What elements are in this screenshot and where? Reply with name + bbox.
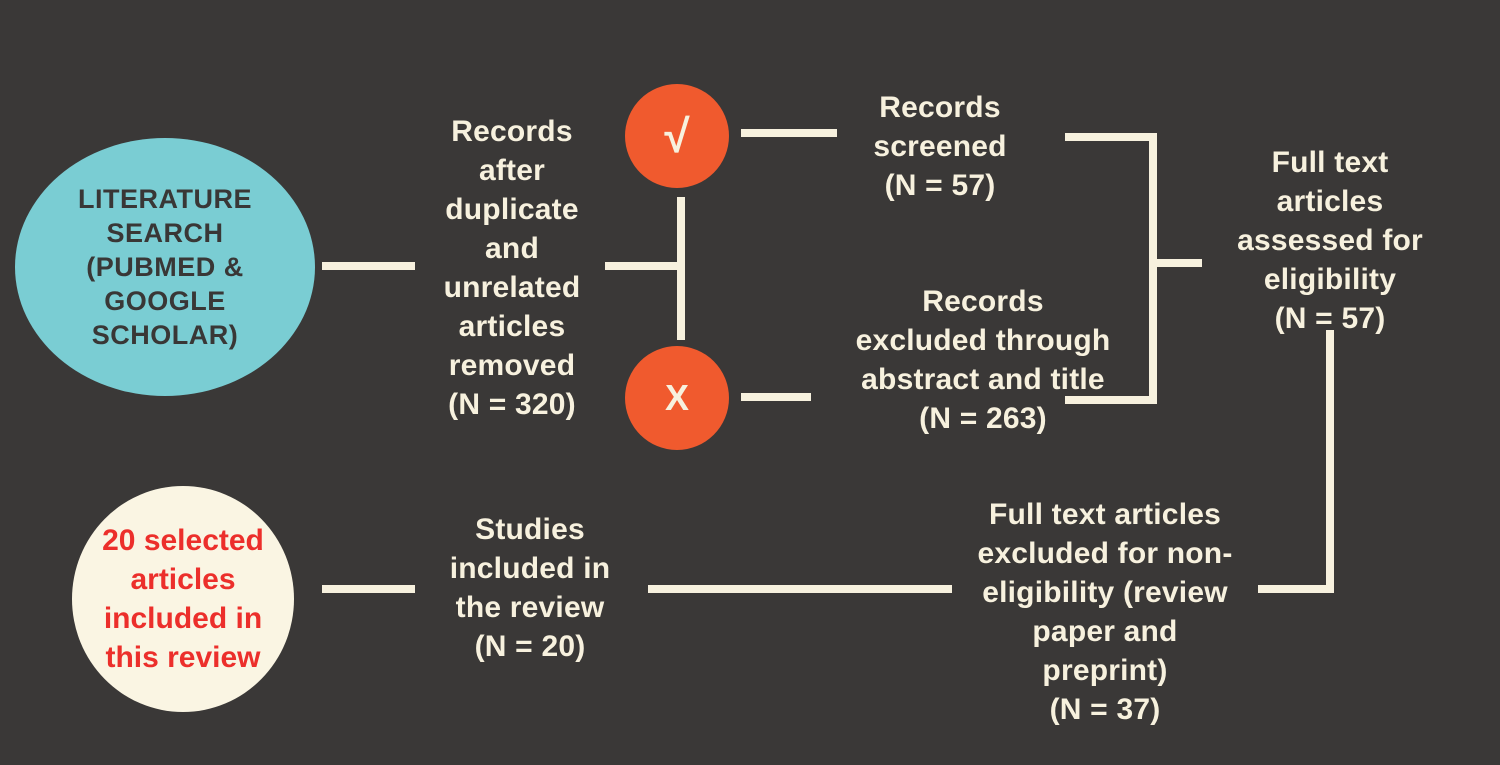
records-screened-label: Records screened (N = 57): [873, 91, 1007, 202]
include-branch-node: √: [625, 84, 729, 188]
x-icon: X: [664, 377, 689, 418]
literature-search-node: LITERATURE SEARCH (PUBMED & GOOGLE SCHOL…: [15, 138, 315, 396]
fulltext-assessed-label: Full text articles assessed for eligibil…: [1237, 146, 1423, 335]
studies-included-label: Studies included in the review (N = 20): [449, 513, 611, 663]
square-root-icon: √: [664, 110, 690, 162]
connector-screened-to-bracket: [1065, 133, 1157, 141]
branch-vertical-line: [677, 197, 685, 340]
records-excluded-label: Records excluded through abstract and ti…: [855, 285, 1111, 435]
connector-excluded-to-bracket: [1065, 396, 1157, 404]
connector-bracket-to-assessed: [1157, 259, 1202, 267]
connector-studies-to-selected: [322, 585, 415, 593]
literature-search-label: LITERATURE SEARCH (PUBMED & GOOGLE SCHOL…: [78, 184, 252, 350]
connector-literature-to-records-after: [322, 262, 415, 270]
connector-check-to-screened: [741, 129, 837, 137]
connector-cross-to-excluded: [741, 393, 811, 401]
exclude-branch-node: X: [625, 346, 729, 450]
connector-assessed-down-line: [1326, 330, 1334, 593]
bracket-vertical-line: [1149, 133, 1157, 404]
records-after-label: Records after duplicate and unrelated ar…: [443, 115, 581, 421]
selected-articles-label: 20 selected articles included in this re…: [102, 524, 264, 674]
fulltext-excluded-label: Full text articles excluded for non- eli…: [952, 495, 1258, 729]
connector-records-after-to-branch: [605, 262, 683, 270]
selected-articles-node: 20 selected articles included in this re…: [72, 486, 294, 712]
